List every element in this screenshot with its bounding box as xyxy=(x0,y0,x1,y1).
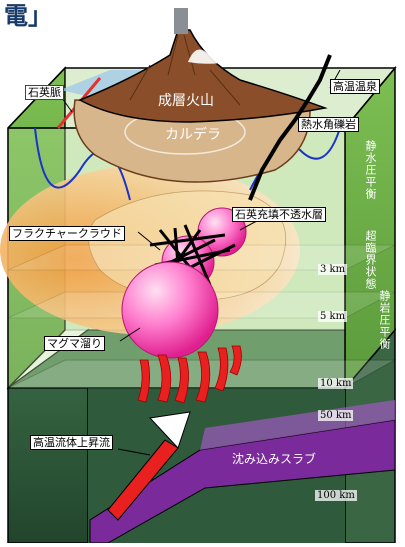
volcano-vent xyxy=(174,8,188,34)
silica-cap-label: 石英充填不透水層 xyxy=(232,207,326,222)
magma-leader xyxy=(119,327,141,342)
upwelling-arrow-head xyxy=(148,411,191,449)
depth-5km: 5 km xyxy=(318,311,348,322)
stratovolcano-cone xyxy=(78,29,328,123)
magma-chamber-sphere xyxy=(121,261,219,359)
breccia-fault xyxy=(248,54,332,201)
volcano-ridges xyxy=(129,34,241,106)
hydrothermal-breccia-label: 熱水角礫岩 xyxy=(298,117,359,132)
upwelling-label: 高温流体上昇流 xyxy=(30,435,113,450)
magma-plumes xyxy=(137,345,242,404)
side-label-upper: 静水圧平衡 xyxy=(364,140,377,200)
magma-chamber-label: マグマ溜り xyxy=(44,336,105,351)
depth-10km: 10 km xyxy=(318,378,354,389)
depth-100km: 100 km xyxy=(315,490,357,501)
quartz-leader xyxy=(61,97,73,113)
depth-50km: 50 km xyxy=(318,410,354,421)
fracture-network xyxy=(144,224,236,291)
side-label-middle: 超臨界状態 xyxy=(364,230,377,290)
depth-3km: 3 km xyxy=(318,264,348,275)
title-fragment: 電」 xyxy=(4,2,52,30)
side-label-lower: 静岩圧平衡 xyxy=(378,290,391,350)
upwelling-leader xyxy=(117,448,151,456)
stratovolcano-label: 成層火山 xyxy=(158,93,214,109)
slab-label: 沈み込みスラブ xyxy=(232,452,317,466)
fracture-leader xyxy=(137,231,161,251)
hot-spring-label: 高温温泉 xyxy=(330,79,380,94)
caldera-label: カルデラ xyxy=(165,127,221,143)
quartz-vein-label: 石英脈 xyxy=(25,85,64,100)
steam-cloud xyxy=(188,41,253,64)
fracture-cloud-label: フラクチャークラウド xyxy=(9,226,125,241)
title-left-fragment: ι xyxy=(0,0,8,21)
